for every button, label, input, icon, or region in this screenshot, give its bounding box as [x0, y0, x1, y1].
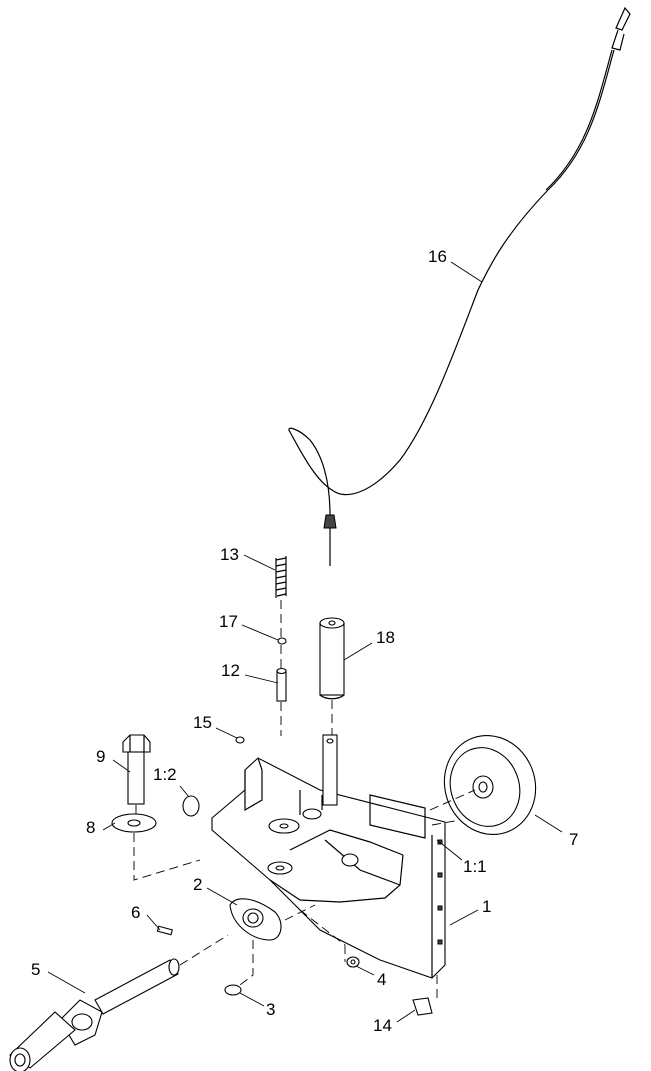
label-12: 12	[221, 661, 240, 680]
cable-part-16	[288, 6, 631, 566]
shaft-ujoint-part-5	[9, 934, 229, 1071]
bracket-part-1	[211, 734, 461, 979]
nut-part-4	[346, 956, 360, 968]
label-1: 1	[482, 897, 491, 916]
carriage-bolt-part-3	[224, 984, 242, 996]
nut-part-17	[277, 637, 287, 645]
pin-part-12	[276, 600, 287, 736]
clip-part-14	[412, 975, 438, 1016]
label-7: 7	[569, 830, 578, 849]
label-17: 17	[219, 612, 238, 631]
spring-part-13	[275, 556, 287, 598]
washer-part-8	[111, 813, 201, 881]
label-1-1: 1:1	[463, 857, 487, 876]
label-14: 14	[373, 1016, 392, 1035]
screw-part-15	[235, 736, 245, 744]
leader-lines	[47, 261, 563, 1023]
key-part-6	[156, 925, 173, 936]
label-18: 18	[376, 628, 395, 647]
label-4: 4	[377, 970, 386, 989]
label-16: 16	[428, 247, 447, 266]
label-13: 13	[220, 545, 239, 564]
label-5: 5	[31, 960, 40, 979]
label-1-2: 1:2	[153, 765, 177, 784]
bolt-part-9	[122, 734, 151, 818]
label-8: 8	[86, 818, 95, 837]
flange-bearing-part-2	[229, 898, 316, 986]
label-2: 2	[193, 875, 202, 894]
label-15: 15	[193, 713, 212, 732]
cylinder-part-18	[319, 617, 345, 760]
label-6: 6	[131, 903, 140, 922]
label-3: 3	[266, 1000, 275, 1019]
pad-part-1-2	[182, 795, 200, 817]
label-9: 9	[96, 747, 105, 766]
pulley-part-7	[429, 735, 537, 835]
